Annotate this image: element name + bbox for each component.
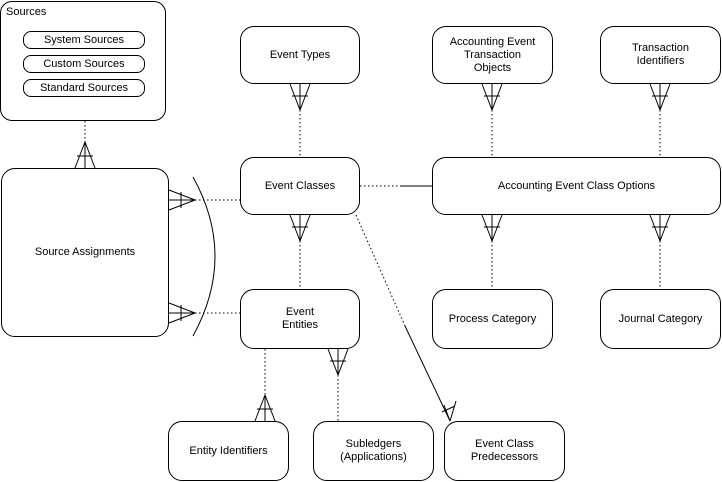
entity-identifiers-box: Entity Identifiers bbox=[168, 421, 289, 481]
transaction-objects-crow-prong-2 bbox=[491, 83, 503, 111]
source-assignments-box: Source Assignments bbox=[1, 168, 169, 337]
transaction-objects-crow-prong-0 bbox=[481, 83, 493, 111]
event-classes-crow-prong-0 bbox=[289, 214, 301, 242]
event-types-box: Event Types bbox=[240, 26, 360, 84]
event-types-crow-prong-2 bbox=[299, 83, 311, 111]
assignments-crow-prong-2 bbox=[84, 141, 96, 169]
options-process-crow-prong-2 bbox=[491, 214, 503, 242]
accounting-event-class-options-box: Accounting Event Class Options bbox=[432, 157, 721, 215]
event-classes-box: Event Classes bbox=[240, 157, 360, 215]
transaction-identifiers-box: Transaction Identifiers bbox=[600, 26, 721, 84]
accounting-event-transaction-objects-box: Accounting Event Transaction Objects bbox=[432, 26, 553, 84]
transaction-identifiers-crow-prong-0 bbox=[649, 83, 661, 111]
custom-sources-pill: Custom Sources bbox=[23, 55, 145, 73]
sources-container: Sources System Sources Custom Sources St… bbox=[0, 1, 166, 121]
predecessor-prong-0 bbox=[443, 404, 451, 422]
options-journal-crow-prong-2 bbox=[659, 214, 671, 242]
options-process-crow-prong-0 bbox=[481, 214, 493, 242]
entity-identifiers-crow-prong-0 bbox=[254, 394, 266, 422]
predecessor-bar bbox=[441, 405, 456, 413]
assignments-classes-crow-prong-0 bbox=[168, 189, 196, 201]
journal-category-box: Journal Category bbox=[600, 289, 721, 349]
entities-subledgers-crow-prong-2 bbox=[337, 348, 349, 376]
exclusive-arc bbox=[192, 176, 216, 337]
assignments-entities-crow-prong-0 bbox=[168, 302, 196, 314]
event-entities-box: Event Entities bbox=[240, 289, 360, 349]
entities-subledgers-crow-prong-0 bbox=[327, 348, 339, 376]
event-classes-crow-prong-2 bbox=[299, 214, 311, 242]
assignments-classes-crow-prong-2 bbox=[168, 199, 196, 211]
standard-sources-pill: Standard Sources bbox=[23, 79, 145, 97]
classes-to-predecessors-dotted bbox=[355, 214, 406, 327]
event-types-crow-prong-0 bbox=[289, 83, 301, 111]
classes-to-predecessors-solid bbox=[404, 325, 451, 422]
options-journal-crow-prong-0 bbox=[649, 214, 661, 242]
subledgers-box: Subledgers (Applications) bbox=[313, 421, 434, 481]
assignments-entities-crow-prong-2 bbox=[168, 312, 196, 324]
predecessor-prong-1 bbox=[449, 400, 457, 422]
assignments-crow-prong-0 bbox=[74, 141, 86, 169]
process-category-box: Process Category bbox=[432, 289, 553, 349]
sources-title: Sources bbox=[6, 6, 47, 18]
entity-identifiers-crow-prong-2 bbox=[264, 394, 276, 422]
system-sources-pill: System Sources bbox=[23, 31, 145, 49]
transaction-identifiers-crow-prong-2 bbox=[659, 83, 671, 111]
event-class-predecessors-box: Event Class Predecessors bbox=[444, 421, 565, 481]
